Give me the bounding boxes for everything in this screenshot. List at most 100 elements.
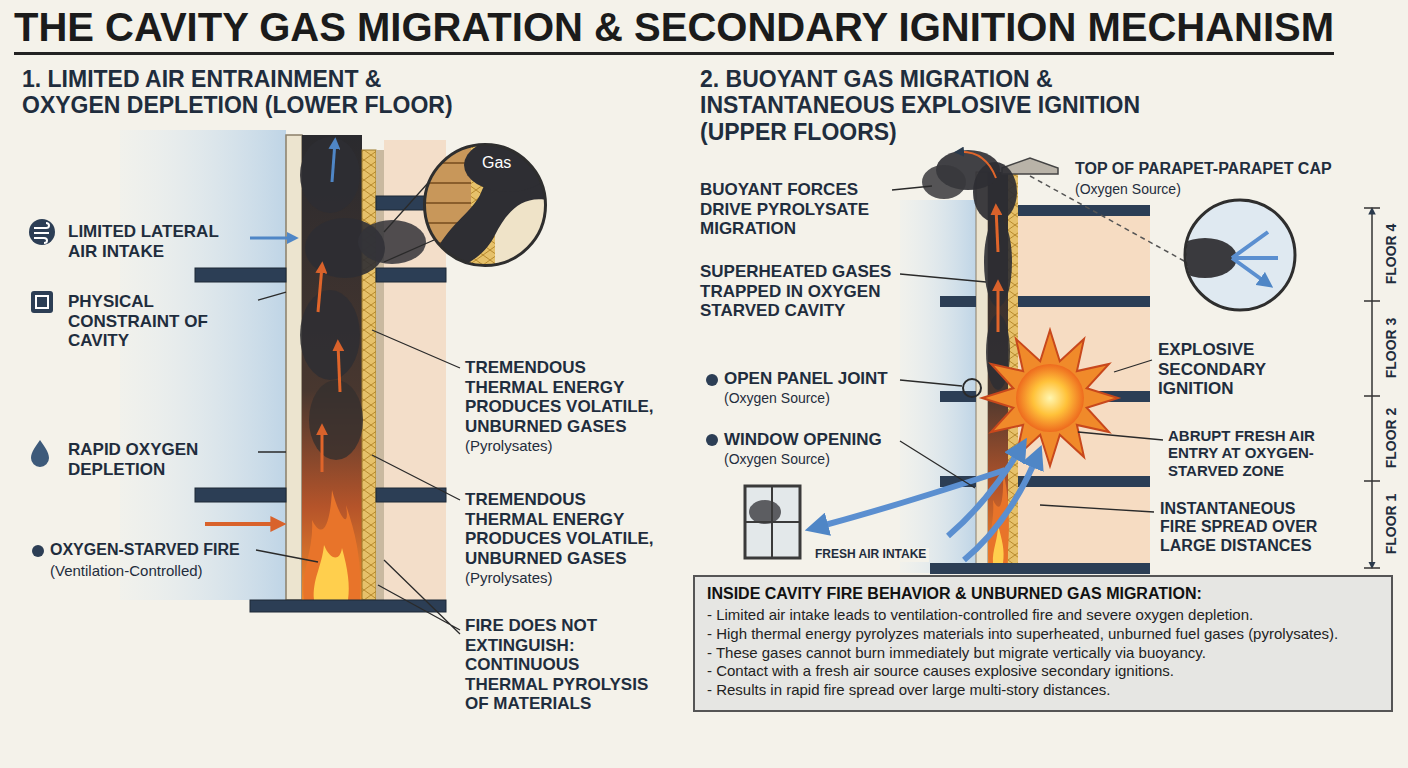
callout-note: (Pyrolysates) xyxy=(465,569,553,586)
bullet-text: - These gases cannot burn immediately bu… xyxy=(707,644,1379,663)
floor-slab xyxy=(195,488,286,502)
floor-slab xyxy=(940,296,976,307)
callout-label: FIRE DOES NOT EXTINGUISH: CONTINUOUS THE… xyxy=(465,616,665,714)
panel-joint xyxy=(963,379,981,397)
plume-arrow xyxy=(958,152,996,178)
callout-label: ABRUPT FRESH AIR ENTRY AT OXYGEN-STARVED… xyxy=(1168,427,1358,479)
inner-wall xyxy=(376,150,384,600)
floor-slab xyxy=(1018,205,1150,216)
callout-label: OXYGEN-STARVED FIRE xyxy=(50,541,240,559)
air-arrow xyxy=(332,142,335,182)
constraint-icon xyxy=(31,291,53,313)
callout-label: BUOYANT FORCES DRIVE PYROLYSATE MIGRATIO… xyxy=(700,180,905,239)
heat-arrow xyxy=(205,522,280,526)
callout-note: (Pyrolysates) xyxy=(465,437,553,454)
smoke xyxy=(309,380,363,460)
air-arrow xyxy=(964,454,1038,560)
flame xyxy=(423,245,450,267)
constraint-icon xyxy=(36,296,48,308)
bullet-text: - Contact with a fresh air source causes… xyxy=(707,662,1379,681)
smoke-plume xyxy=(922,165,966,199)
callout-label: LIMITED LATERAL AIR INTAKE xyxy=(68,222,243,261)
floor-slab xyxy=(376,488,446,502)
air-arrow xyxy=(250,237,294,240)
air-arrow xyxy=(1232,232,1278,284)
callout-note: (Oxygen Source) xyxy=(724,390,830,406)
inset-detail xyxy=(423,138,552,267)
smoke xyxy=(300,137,360,213)
floor-label: FLOOR 1 xyxy=(1383,494,1399,555)
floor-slab xyxy=(1018,296,1150,307)
bullet-text: - High thermal energy pyrolyzes material… xyxy=(707,625,1379,644)
gas-label: Gas xyxy=(482,154,511,172)
callout-label: WINDOW OPENING xyxy=(724,430,882,450)
bullet-dot xyxy=(706,374,718,386)
bullet-dot xyxy=(706,434,718,446)
callout-note: (Ventilation-Controlled) xyxy=(50,562,203,579)
floor-label: FLOOR 2 xyxy=(1383,408,1399,469)
dashed-leader xyxy=(1030,176,1186,262)
smoke xyxy=(464,138,552,192)
arrow-label: FRESH AIR INTAKE xyxy=(812,548,929,562)
air-arrow xyxy=(814,470,1005,528)
floor-scale xyxy=(1364,208,1380,568)
wind-icon xyxy=(34,223,49,243)
explosion xyxy=(982,330,1118,466)
flame xyxy=(303,490,360,600)
scale-line xyxy=(1371,210,1373,566)
callout-label: TREMENDOUS THERMAL ENERGY PRODUCES VOLAT… xyxy=(465,490,665,568)
bullet-text: - Results in rapid fire spread over larg… xyxy=(707,681,1379,700)
callout-label: PHYSICAL CONSTRAINT OF CAVITY xyxy=(68,292,258,351)
leader-line xyxy=(892,186,1163,512)
summary-box: INSIDE CAVITY FIRE BEHAVIOR & UNBURNED G… xyxy=(693,575,1393,712)
insulation xyxy=(362,150,376,600)
leader-line xyxy=(256,183,460,634)
callout-label: SUPERHEATED GASES TRAPPED IN OXYGEN STAR… xyxy=(700,262,905,321)
window xyxy=(745,486,800,558)
callout-label: OPEN PANEL JOINT xyxy=(724,369,888,389)
inset-circle xyxy=(1185,200,1295,310)
exterior-air xyxy=(120,130,286,600)
cladding-panel xyxy=(286,135,302,600)
floor-slab xyxy=(1018,476,1150,487)
wind-icon xyxy=(29,219,55,245)
parapet-inset xyxy=(1173,201,1294,309)
section-heading: 2. BUOYANT GAS MIGRATION & INSTANTANEOUS… xyxy=(700,66,1220,145)
drop-icon xyxy=(31,440,49,467)
heat-arrow xyxy=(996,208,998,252)
title: THE CAVITY GAS MIGRATION & SECONDARY IGN… xyxy=(14,4,1334,55)
callout-label: INSTANTANEOUS FIRE SPREAD OVER LARGE DIS… xyxy=(1160,500,1330,555)
smoke xyxy=(749,500,781,524)
callout-note: (Oxygen Source) xyxy=(724,451,830,467)
callout-label: TREMENDOUS THERMAL ENERGY PRODUCES VOLAT… xyxy=(465,358,665,436)
fireball xyxy=(1016,364,1084,432)
flame xyxy=(314,545,349,600)
floor-slab xyxy=(376,268,446,282)
heat-arrow xyxy=(318,266,322,312)
floor-label: FLOOR 4 xyxy=(1383,224,1399,285)
callout-label: EXPLOSIVE SECONDARY IGNITION xyxy=(1158,340,1333,399)
smoke xyxy=(1173,238,1237,278)
bullet-text: - Limited air intake leads to ventilatio… xyxy=(707,606,1379,625)
section-heading: 1. LIMITED AIR ENTRAINMENT & OXYGEN DEPL… xyxy=(22,66,472,119)
smoke xyxy=(430,143,547,267)
callout-label: TOP OF PARAPET-PARAPET CAP xyxy=(1075,160,1332,178)
callout-note: (Oxygen Source) xyxy=(1075,181,1181,197)
smoke xyxy=(300,290,360,380)
box-heading: INSIDE CAVITY FIRE BEHAVIOR & UNBURNED G… xyxy=(707,585,1379,603)
window-mullion xyxy=(745,486,800,558)
heat-arrow xyxy=(997,284,1000,332)
floor-slab xyxy=(930,563,1150,574)
floor-slab xyxy=(195,268,286,282)
heat-arrow xyxy=(321,428,324,472)
smoke xyxy=(358,220,426,264)
callout-label: RAPID OXYGEN DEPLETION xyxy=(68,440,258,479)
heat-arrow xyxy=(338,344,340,392)
air-arrow xyxy=(948,446,1022,536)
bullet-dot xyxy=(32,545,44,557)
scale-ticks xyxy=(1364,208,1380,568)
inset-ground xyxy=(423,143,547,267)
floor-label: FLOOR 3 xyxy=(1383,318,1399,379)
left-wall-section xyxy=(29,130,460,634)
